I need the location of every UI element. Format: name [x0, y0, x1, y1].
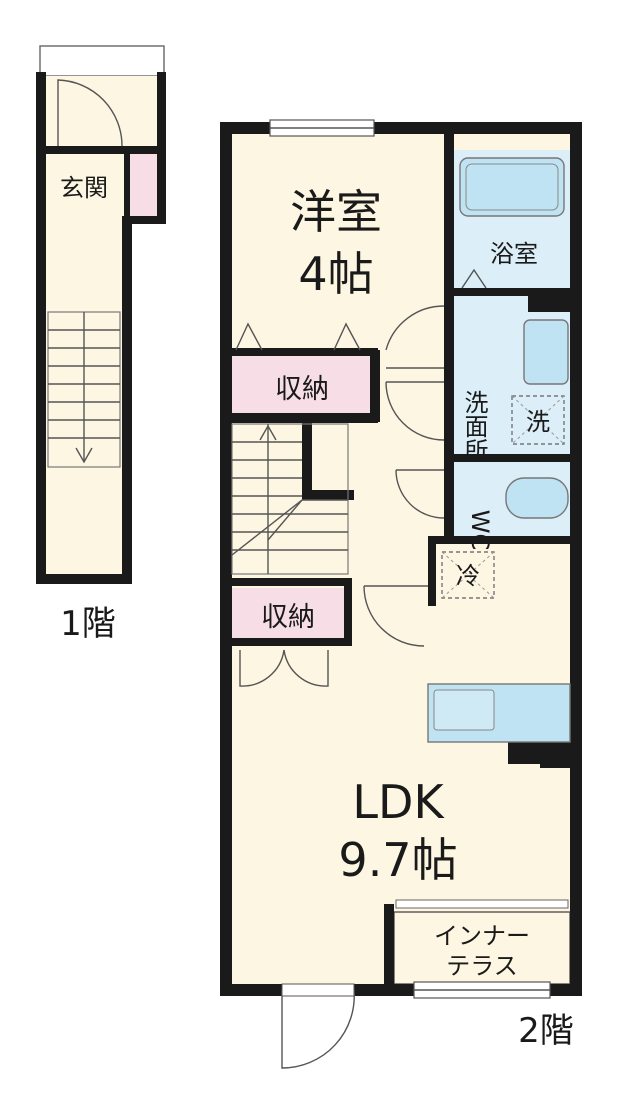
door-washroom — [385, 305, 445, 351]
door-entry — [281, 989, 355, 1069]
toilet — [505, 477, 569, 519]
floor2-label: 2階 — [518, 1011, 574, 1051]
storage-lower-label: 収納 — [261, 602, 315, 633]
terrace-line1: インナー — [434, 922, 530, 950]
bathroom-label: 浴室 — [490, 240, 538, 268]
entrance-door — [57, 79, 123, 147]
terrace-line2: テラス — [446, 952, 518, 980]
floor1-stairs — [47, 311, 121, 468]
ldk-name: LDK — [352, 775, 445, 829]
toilet-label: WC — [466, 510, 494, 551]
door-ldk — [363, 585, 428, 647]
storage-upper-label: 収納 — [275, 374, 329, 405]
western-room-size: 4帖 — [298, 247, 373, 301]
storage-lower — [232, 588, 344, 638]
entrance-storage — [128, 150, 162, 220]
entrance-label: 玄関 — [60, 174, 108, 202]
storage-upper — [232, 355, 370, 413]
floor1-label: 1階 — [60, 604, 116, 644]
floor1-plan: 玄関 1階 — [36, 45, 166, 644]
washbasin — [523, 319, 569, 385]
fridge-label: 冷 — [456, 562, 480, 590]
western-room-name: 洋室 — [290, 185, 382, 239]
washer-label: 洗 — [526, 408, 550, 436]
door-toilet — [395, 469, 445, 519]
washroom-label: 洗面所 — [460, 390, 488, 462]
floor2-stairs — [231, 423, 349, 575]
bathtub — [459, 157, 565, 217]
ldk-size: 9.7帖 — [338, 833, 457, 887]
floor2-plan: 洋室 4帖 浴室 洗面所 洗 WC 収納 収納 冷 LDK 9.7帖 インナー … — [220, 119, 582, 1069]
inner-terrace — [393, 911, 571, 985]
door-storage — [239, 649, 285, 687]
washer-space — [511, 395, 565, 445]
